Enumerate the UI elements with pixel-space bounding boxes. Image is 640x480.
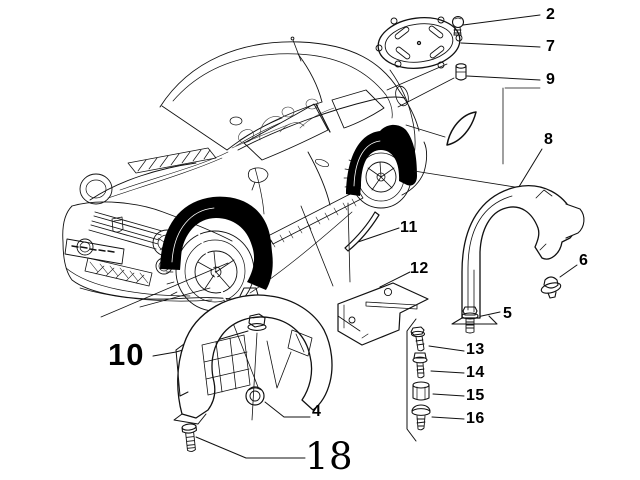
rear-arch-highlight: [346, 124, 417, 196]
part-seal-strip-11: [344, 211, 380, 252]
part-screw-18: [181, 423, 197, 452]
part-front-liner: [173, 287, 333, 425]
brand-badge: [111, 216, 124, 233]
part-bolt-13: [410, 326, 426, 352]
part-bolt-5: [461, 306, 479, 334]
part-spacer-15: [412, 381, 430, 401]
part-grommet-9: [455, 63, 467, 81]
interior-sketch: [231, 98, 335, 149]
callout-12[interactable]: 12: [410, 260, 429, 277]
callout-9[interactable]: 9: [546, 71, 556, 88]
callout-8[interactable]: 8: [544, 131, 554, 148]
callout-15[interactable]: 15: [466, 387, 485, 404]
callout-14[interactable]: 14: [466, 364, 485, 381]
callout-18[interactable]: 18: [305, 435, 354, 478]
side-mirror: [247, 167, 269, 191]
part-rear-liner: [451, 185, 585, 325]
part-nut-10: [247, 313, 267, 331]
part-screw-16: [411, 404, 431, 431]
part-clip-6: [540, 276, 562, 299]
license-plate: [64, 238, 125, 265]
part-grommet-4: [245, 386, 265, 406]
callout-16[interactable]: 16: [466, 410, 485, 427]
part-shield-12: [337, 282, 429, 346]
part-screw-2: [451, 15, 465, 36]
callout-13[interactable]: 13: [466, 341, 485, 358]
callout-leader-lines: [152, 14, 578, 459]
part-cover-plate: [375, 16, 463, 69]
callout-4[interactable]: 4: [312, 403, 322, 420]
part-bolt-14: [412, 352, 428, 379]
part-leaf-patch: [446, 111, 477, 146]
callout-5[interactable]: 5: [503, 305, 513, 322]
taillight: [395, 85, 409, 107]
car-illustration: [62, 36, 428, 312]
callout-2[interactable]: 2: [546, 6, 556, 23]
callout-6[interactable]: 6: [579, 252, 589, 269]
headlight-left: [79, 173, 113, 205]
callout-10[interactable]: 10: [108, 337, 145, 372]
callout-7[interactable]: 7: [546, 38, 556, 55]
callout-11[interactable]: 11: [400, 219, 418, 236]
antenna: [292, 39, 302, 62]
